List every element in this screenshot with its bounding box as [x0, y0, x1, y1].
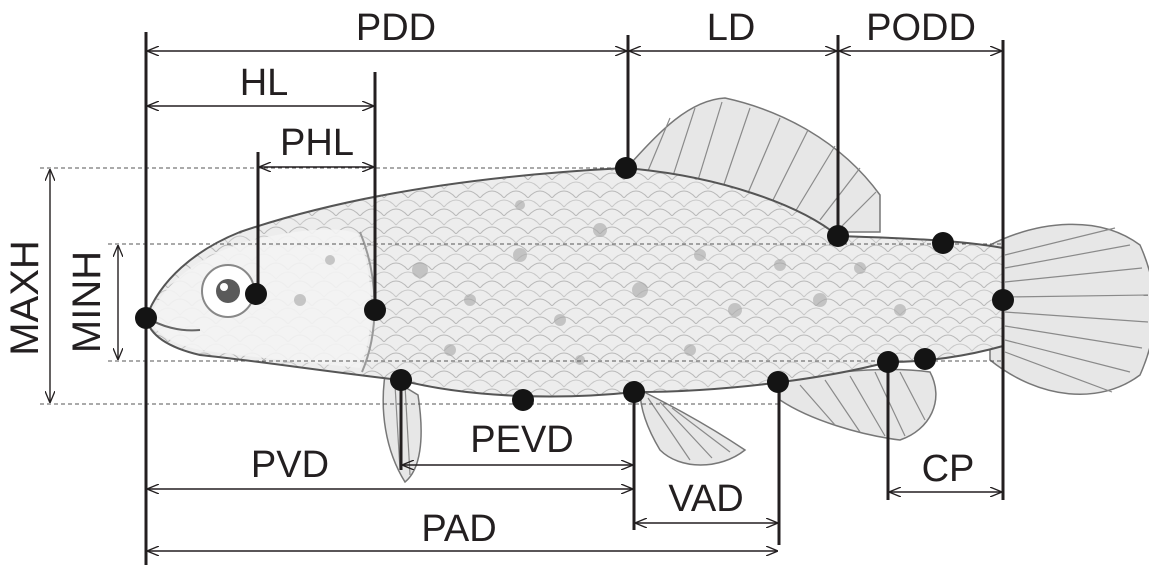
landmark-anal-origin	[767, 371, 789, 393]
label-phl: PHL	[280, 122, 354, 164]
label-maxh: MAXH	[3, 240, 47, 356]
landmark-caudal-top	[932, 232, 954, 254]
landmark-belly	[512, 389, 534, 411]
landmark-eye	[245, 283, 267, 305]
landmark-caudal-base	[992, 289, 1014, 311]
landmark-dorsal-origin	[615, 157, 637, 179]
landmark-dorsal-end	[827, 225, 849, 247]
pectoral-fin	[640, 390, 745, 465]
label-pvd: PVD	[251, 444, 329, 486]
landmark-pelvic-origin	[390, 369, 412, 391]
caudal-fin	[990, 224, 1149, 394]
landmark-peduncle-lower	[877, 351, 899, 373]
eye-pupil	[216, 279, 240, 303]
label-cp: CP	[922, 448, 975, 490]
landmark-pectoral-origin	[623, 381, 645, 403]
label-podd: PODD	[866, 7, 976, 49]
label-hl: HL	[240, 62, 289, 104]
landmark-snout-tip	[135, 307, 157, 329]
label-vad: VAD	[668, 478, 743, 520]
landmark-operculum	[364, 299, 386, 321]
label-ld: LD	[707, 7, 756, 49]
label-pad: PAD	[421, 508, 496, 550]
label-pevd: PEVD	[470, 419, 573, 461]
landmark-caudal-bottom	[914, 348, 936, 370]
label-pdd: PDD	[356, 7, 436, 49]
label-minh: MINH	[65, 251, 109, 353]
